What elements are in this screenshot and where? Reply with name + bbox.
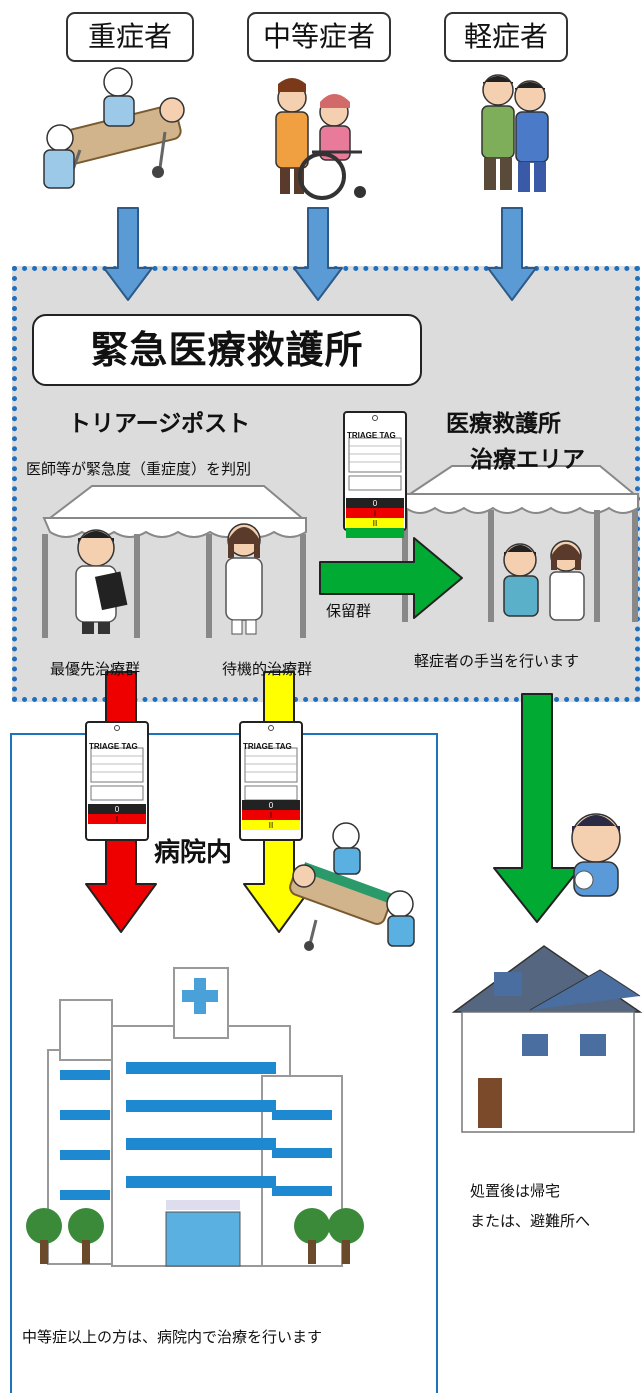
tag-level-1: I (374, 509, 376, 518)
tag-red-level-0: 0 (115, 805, 120, 814)
stretcher-patient-illustration (43, 67, 185, 189)
nurse-illustration (225, 523, 263, 635)
hold-group-arrow (319, 537, 463, 619)
home-line-2: または、避難所へ (470, 1212, 591, 1230)
walking-people-illustration (481, 74, 549, 192)
standby-label: 待機的治療群 (222, 660, 313, 678)
center-title: 緊急医療救護所 (32, 314, 422, 386)
hospital-area (10, 733, 438, 1393)
down-arrow-moderate (293, 207, 343, 301)
injured-person-illustration (571, 813, 621, 897)
triage-tag-red (85, 721, 149, 841)
tag-label-red: TRIAGE TAG (89, 742, 138, 751)
down-arrow-severe (103, 207, 153, 301)
home-arrow (493, 693, 581, 923)
down-arrow-mild (487, 207, 537, 301)
treatment-area-title-1: 医療救護所 (446, 411, 561, 437)
treatment-area-title-2: 治療エリア (470, 447, 585, 473)
hospital-building-illustration (26, 967, 364, 1267)
tag-red-level-1: I (116, 815, 118, 824)
treatment-area-description: 軽症者の手当を行います (414, 652, 580, 670)
triage-tag-full (343, 411, 407, 538)
doctor-illustration (75, 529, 128, 634)
category-moderate: 中等症者 (247, 12, 391, 62)
tag-yellow-level-1: I (270, 811, 272, 820)
top-priority-label: 最優先治療群 (50, 660, 141, 678)
category-severe: 重症者 (66, 12, 194, 62)
triage-post-title: トリアージポスト (68, 411, 251, 437)
category-mild: 軽症者 (444, 12, 568, 62)
hold-group-label: 保留群 (326, 602, 372, 620)
tag-label-yellow: TRIAGE TAG (243, 742, 292, 751)
tag-label-full: TRIAGE TAG (347, 431, 396, 440)
tag-level-0: 0 (373, 499, 378, 508)
house-illustration (451, 945, 643, 1133)
hospital-stretcher-illustration (289, 822, 415, 951)
home-line-1: 処置後は帰宅 (470, 1182, 561, 1200)
tag-level-2: II (373, 519, 377, 528)
hospital-title: 病院内 (154, 838, 233, 868)
triage-post-description: 医師等が緊急度（重症度）を判別 (26, 460, 252, 478)
hospital-description: 中等症以上の方は、病院内で治療を行います (22, 1328, 323, 1346)
wheelchair-illustration (275, 78, 366, 200)
tag-yellow-level-0: 0 (269, 801, 274, 810)
triage-tag-yellow (239, 721, 303, 841)
tag-yellow-level-2: II (269, 821, 273, 830)
